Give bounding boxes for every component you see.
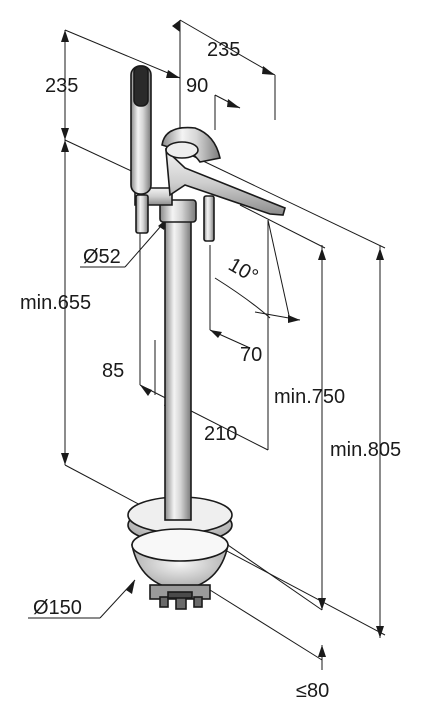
label-column-to-handshower: 85 xyxy=(102,360,124,382)
label-spout-offset: 90 xyxy=(186,75,208,97)
dimension-labels: 235 235 90 Ø52 min.655 10° 70 85 210 min… xyxy=(20,39,401,702)
faucet-body xyxy=(127,65,286,610)
dimension-lines xyxy=(28,19,386,670)
label-height-to-handshower: min.655 xyxy=(20,292,91,314)
label-base-diameter: Ø150 xyxy=(33,597,82,619)
label-height-to-spout: min.750 xyxy=(274,386,345,408)
label-total-height: min.805 xyxy=(330,439,401,461)
outlet xyxy=(203,195,215,242)
hand-shower-head xyxy=(133,65,149,107)
column xyxy=(164,219,192,521)
label-top-left: 235 xyxy=(45,75,78,97)
hose-connector xyxy=(135,194,149,234)
spout xyxy=(165,147,286,216)
label-spout-bottom-offset: 70 xyxy=(240,344,262,366)
label-spout-angle: 10° xyxy=(225,254,262,288)
label-base-depth: ≤80 xyxy=(296,680,329,702)
mounting-hardware xyxy=(149,584,211,610)
label-column-to-spout-tip: 210 xyxy=(204,423,237,445)
label-top-right: 235 xyxy=(207,39,240,61)
label-column-diameter: Ø52 xyxy=(83,246,121,268)
